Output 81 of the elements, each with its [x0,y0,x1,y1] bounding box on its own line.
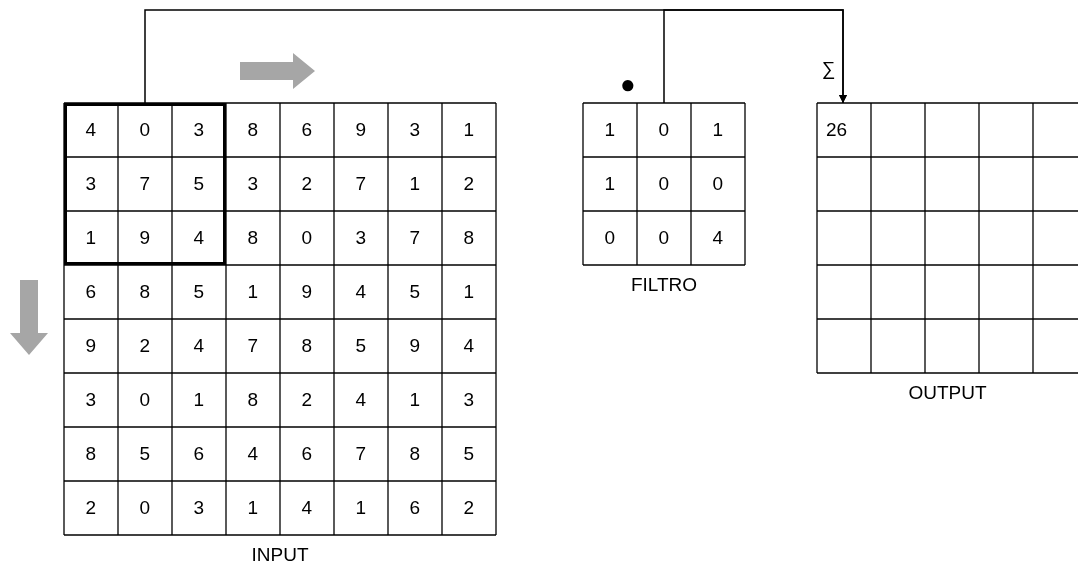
cell-value: 3 [247,172,259,196]
cell-value: 1 [355,496,367,520]
cell-value: 8 [247,118,259,142]
matrix-title: OUTPUT [907,381,988,405]
cell-value: 2 [139,334,151,358]
cell-value: 1 [409,172,421,196]
cell-value: 9 [355,118,367,142]
cell-value: 8 [463,226,475,250]
cell-value: 2 [463,172,475,196]
cell-value: 1 [604,172,616,196]
cell-value: 3 [85,172,97,196]
cell-value: 5 [193,172,205,196]
cell-value: 4 [193,226,205,250]
matrix-title: FILTRO [629,273,699,297]
cell-value: 0 [712,172,724,196]
cell-value: 9 [301,280,313,304]
cell-value: 4 [301,496,313,520]
cell-value: 7 [355,172,367,196]
cell-value: 8 [85,442,97,466]
cell-value: 5 [463,442,475,466]
cell-value: 9 [409,334,421,358]
cell-value: 1 [85,226,97,250]
cell-value: 5 [355,334,367,358]
cell-value: 1 [712,118,724,142]
matrix-title: INPUT [250,543,310,567]
cell-value: 6 [193,442,205,466]
cell-value: 1 [604,118,616,142]
cell-value: 1 [463,118,475,142]
cell-value: 0 [658,118,670,142]
cell-value: 3 [193,496,205,520]
cell-value: 1 [193,388,205,412]
cell-value: 6 [301,442,313,466]
cell-value: 8 [139,280,151,304]
cell-value: 7 [409,226,421,250]
cell-value: 0 [139,496,151,520]
sliding-window [64,103,226,265]
cell-value: 1 [247,280,259,304]
cell-value: 0 [301,226,313,250]
cell-value: 0 [658,172,670,196]
connector-arrow [663,9,847,104]
cell-value: 6 [301,118,313,142]
cell-value: 9 [139,226,151,250]
cell-value: 4 [712,226,724,250]
cell-value: 8 [247,388,259,412]
cell-value: 3 [193,118,205,142]
cell-value: 5 [139,442,151,466]
cell-value: 9 [85,334,97,358]
cell-value: 2 [85,496,97,520]
cell-value: 4 [355,280,367,304]
cell-value: 0 [658,226,670,250]
cell-value: 7 [247,334,259,358]
dot-product-symbol: ● [620,72,636,96]
cell-value: 2 [463,496,475,520]
cell-value: 26 [826,118,848,142]
cell-value: 6 [409,496,421,520]
cell-value: 1 [247,496,259,520]
cell-value: 8 [247,226,259,250]
cell-value: 8 [301,334,313,358]
cell-value: 0 [139,118,151,142]
cell-value: 2 [301,172,313,196]
cell-value: 0 [139,388,151,412]
cell-value: 4 [193,334,205,358]
cell-value: 3 [409,118,421,142]
cell-value: 4 [247,442,259,466]
cell-value: 7 [355,442,367,466]
cell-value: 3 [85,388,97,412]
cell-value: 1 [463,280,475,304]
cell-value: 4 [85,118,97,142]
cell-value: 1 [409,388,421,412]
cell-value: 3 [355,226,367,250]
cell-value: 0 [604,226,616,250]
cell-value: 6 [85,280,97,304]
cell-value: 7 [139,172,151,196]
cell-value: 3 [463,388,475,412]
cell-value: 5 [193,280,205,304]
cell-value: 4 [463,334,475,358]
sum-symbol: ∑ [822,57,836,81]
cell-value: 2 [301,388,313,412]
cell-value: 5 [409,280,421,304]
cell-value: 4 [355,388,367,412]
cell-value: 8 [409,442,421,466]
